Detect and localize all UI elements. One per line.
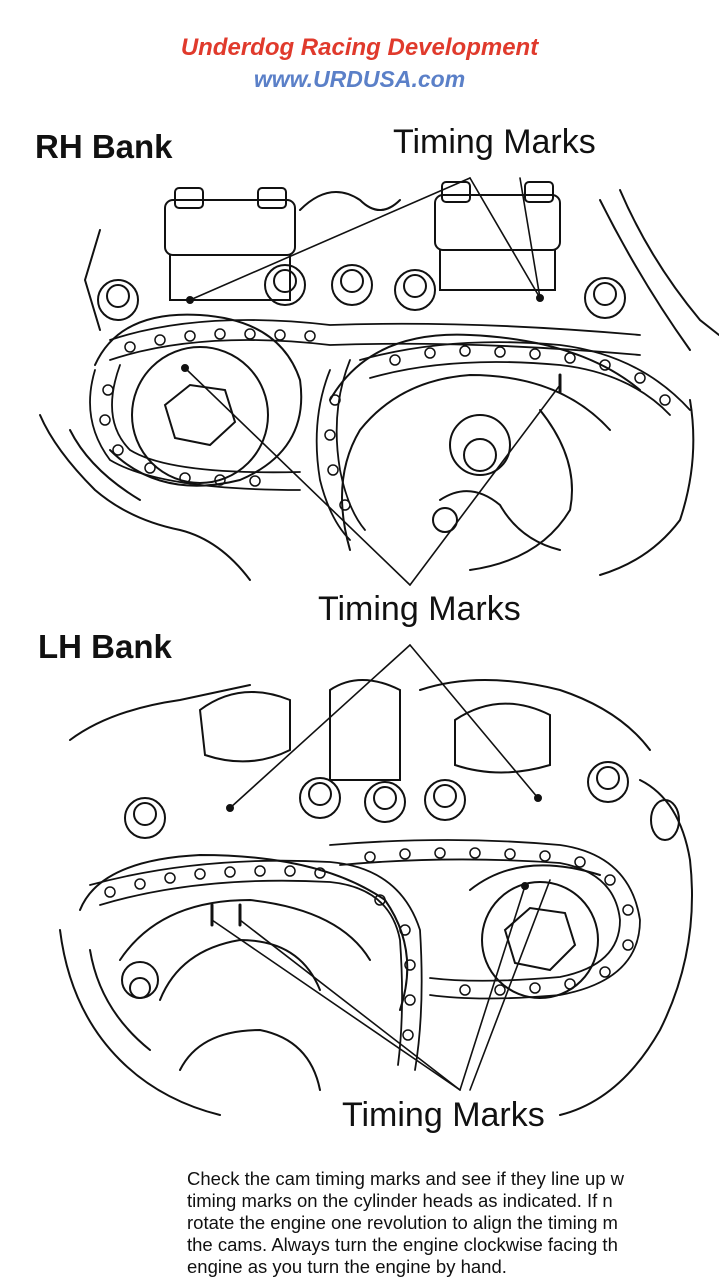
rh-bank-diagram	[39, 177, 719, 586]
lh-bank-diagram	[59, 644, 693, 1116]
instructions-paragraph: Check the cam timing marks and see if th…	[187, 1168, 719, 1278]
company-name: Underdog Racing Development	[180, 34, 539, 61]
lh-left-cam-sprocket	[79, 853, 409, 1091]
rh-right-cam-sprocket	[329, 333, 641, 571]
lh-timing-chain	[89, 839, 641, 1071]
lh-cam-caps	[198, 679, 551, 781]
instruction-line: the cams. Always turn the engine clockwi…	[187, 1234, 618, 1255]
rh-timing-marks-label: Timing Marks	[393, 123, 596, 161]
rh-cam-cap-right	[434, 181, 561, 291]
rh-timing-leader-lines	[184, 177, 561, 586]
company-website-link[interactable]: www.URDUSA.com	[253, 66, 466, 92]
lh-bank-label: LH Bank	[38, 628, 172, 665]
rh-timing-chain	[89, 319, 691, 541]
rh-left-cam-sprocket	[94, 313, 303, 487]
instruction-line: timing marks on the cylinder heads as in…	[187, 1190, 613, 1211]
lh-lower-leader-lines	[211, 879, 551, 1091]
instruction-line: Check the cam timing marks and see if th…	[187, 1168, 624, 1189]
rh-head-bolts	[97, 264, 626, 321]
lh-upper-leader-lines	[229, 644, 539, 809]
rh-cam-cap-left	[164, 187, 296, 301]
lh-head-bolts	[121, 761, 629, 999]
instruction-line: rotate the engine one revolution to alig…	[187, 1212, 618, 1233]
rh-bank-label: RH Bank	[35, 128, 173, 165]
lh-lower-timing-marks-label: Timing Marks	[342, 1096, 545, 1134]
instruction-line: engine as you turn the engine by hand.	[187, 1256, 507, 1277]
lh-timing-mark-points	[210, 794, 542, 927]
rh-lower-timing-marks-label: Timing Marks	[318, 590, 521, 628]
